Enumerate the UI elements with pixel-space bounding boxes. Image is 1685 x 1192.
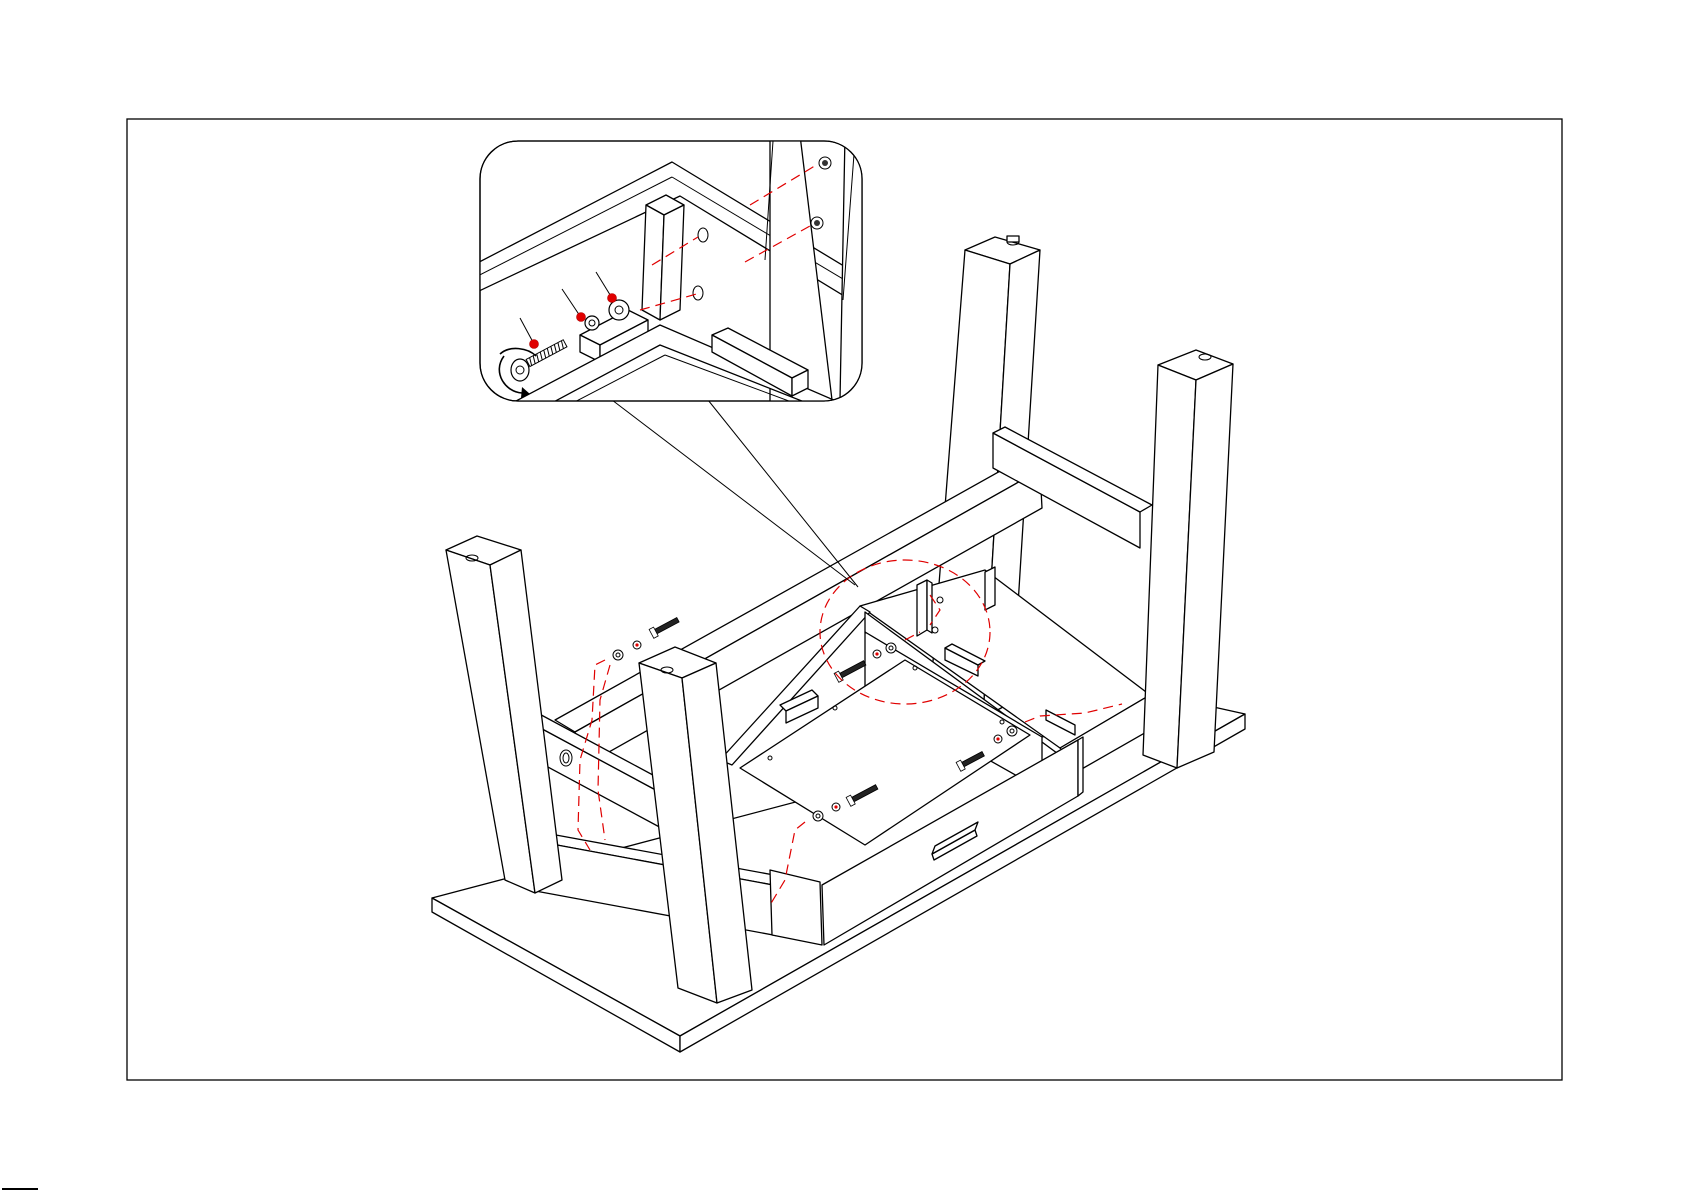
detail-callout — [460, 135, 900, 420]
detail-leader-lines — [612, 400, 858, 587]
table-leg-front-right — [1143, 350, 1233, 768]
table-leg-back-left — [446, 536, 562, 893]
